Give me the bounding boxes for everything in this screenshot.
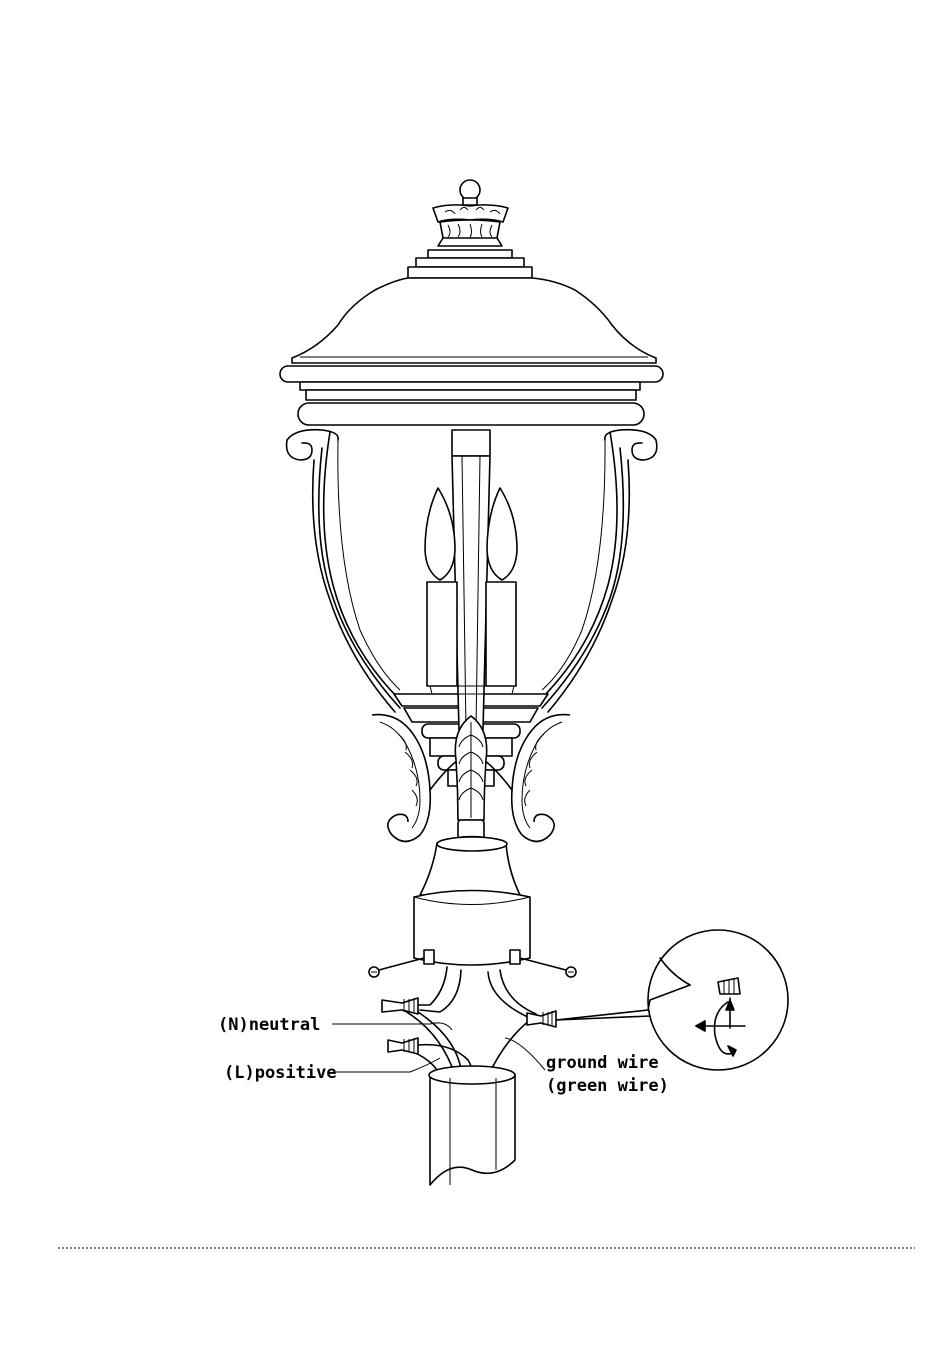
ground-wire-sublabel: (green wire): [546, 1076, 669, 1096]
post-adapter: [414, 837, 530, 966]
positive-wire-label: (L)positive: [224, 1063, 337, 1083]
label-leaders: [332, 1023, 545, 1072]
screw-icon: [369, 958, 424, 977]
finial: [433, 180, 508, 246]
lamp-post: [429, 1066, 515, 1185]
screw-icon: [520, 958, 576, 977]
wire-nut-icon: [527, 1011, 556, 1027]
wires: [396, 967, 536, 1078]
neutral-wire-label: (N)neutral: [218, 1015, 320, 1035]
wire-nut-icon: [382, 998, 418, 1014]
wire-nut-detail-callout: [556, 930, 788, 1070]
wire-nut-icon: [388, 1038, 418, 1054]
ground-wire-label: ground wire: [546, 1053, 659, 1073]
roof: [280, 250, 663, 425]
